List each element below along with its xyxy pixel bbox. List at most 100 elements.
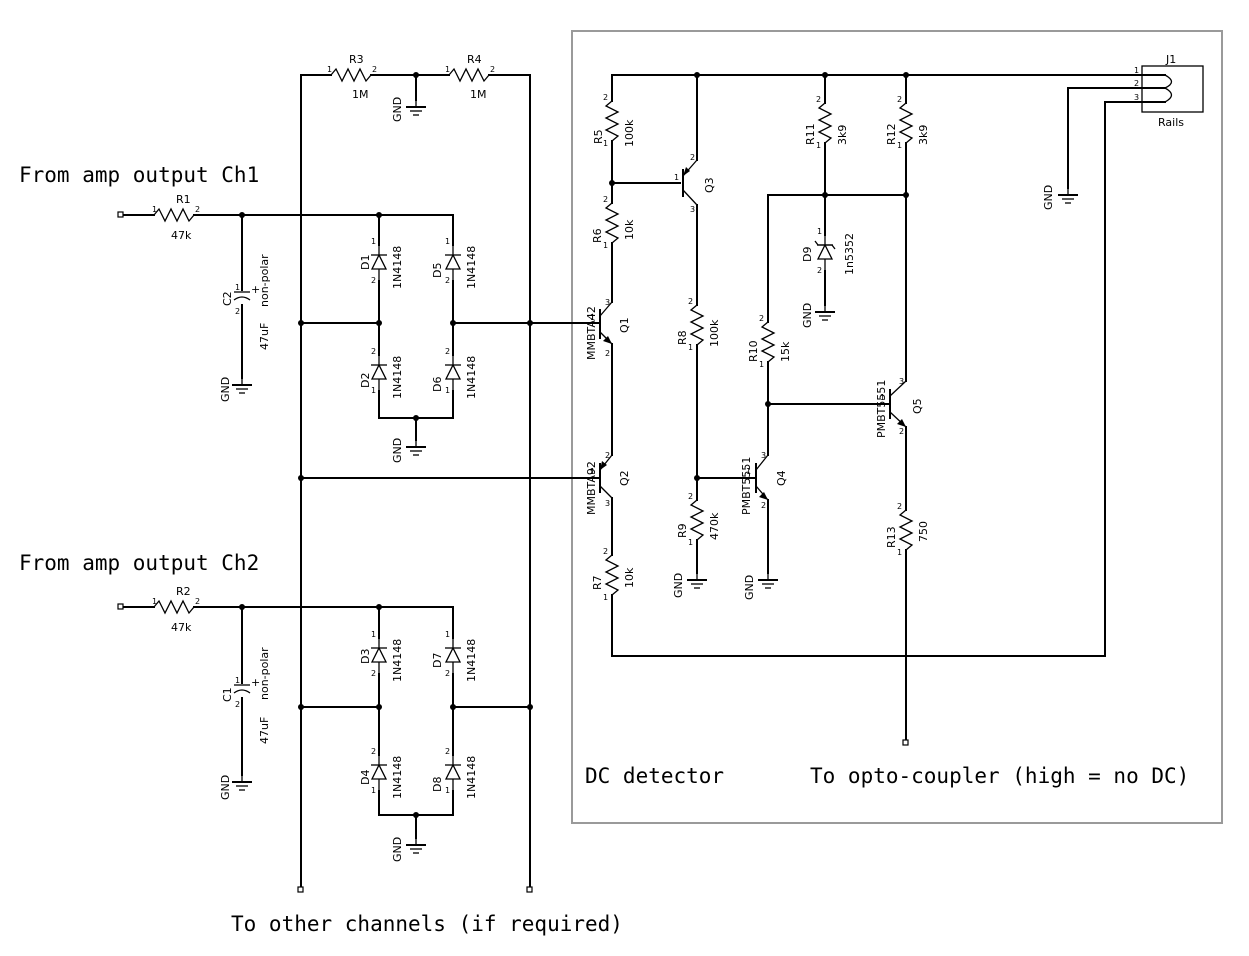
svg-text:47k: 47k	[171, 229, 192, 242]
svg-text:D3: D3	[359, 649, 372, 664]
resistor-r12: 21 R12 3k9	[885, 95, 930, 150]
svg-text:1: 1	[371, 237, 376, 246]
ch2-input-label: From amp output Ch2	[19, 551, 259, 575]
opto-output-terminal[interactable]	[902, 739, 909, 746]
svg-text:MMBTA42: MMBTA42	[585, 306, 598, 360]
svg-text:1N4148: 1N4148	[465, 246, 478, 289]
ground-symbol: GND	[801, 303, 835, 328]
transistor-q5: 312 PMBT5551 Q5	[875, 377, 924, 438]
svg-text:R4: R4	[467, 53, 482, 66]
svg-text:1: 1	[688, 538, 693, 547]
svg-text:1: 1	[371, 630, 376, 639]
svg-text:1: 1	[590, 467, 595, 476]
svg-text:D5: D5	[431, 263, 444, 278]
connector-j1: 123 J1 Rails	[1134, 53, 1204, 129]
svg-text:1N4148: 1N4148	[391, 356, 404, 399]
svg-text:1: 1	[603, 241, 608, 250]
svg-text:GND: GND	[743, 575, 756, 600]
svg-text:C1: C1	[221, 687, 234, 702]
svg-text:2: 2	[603, 93, 608, 102]
svg-text:1N4148: 1N4148	[465, 756, 478, 799]
svg-text:D2: D2	[359, 373, 372, 388]
junctions	[239, 72, 909, 818]
svg-text:47uF: 47uF	[258, 323, 271, 350]
svg-text:R3: R3	[349, 53, 364, 66]
svg-text:1: 1	[445, 630, 450, 639]
svg-text:2: 2	[603, 195, 608, 204]
svg-text:2: 2	[688, 492, 693, 501]
svg-text:10k: 10k	[623, 567, 636, 588]
diode-d1: 12 D1 1N4148	[359, 237, 404, 289]
ground-symbol: GND	[1042, 185, 1078, 210]
svg-text:2: 2	[371, 669, 376, 678]
capacitor-c1: + 12 C1 47uF non-polar	[221, 647, 271, 744]
ch1-input-terminal[interactable]	[117, 211, 124, 218]
ground-symbol: GND	[219, 377, 252, 402]
opto-coupler-label: To opto-coupler (high = no DC)	[810, 764, 1189, 788]
svg-text:2: 2	[816, 95, 821, 104]
svg-text:1: 1	[152, 205, 157, 214]
svg-text:GND: GND	[672, 573, 685, 598]
svg-text:Q5: Q5	[911, 398, 924, 414]
resistor-r8: 21 R8 100k	[676, 297, 721, 352]
svg-text:1N4148: 1N4148	[465, 639, 478, 682]
svg-text:47uF: 47uF	[258, 717, 271, 744]
svg-text:Q3: Q3	[703, 177, 716, 193]
svg-text:R5: R5	[592, 129, 605, 144]
svg-text:1: 1	[445, 786, 450, 795]
svg-text:1: 1	[897, 141, 902, 150]
svg-text:2: 2	[899, 427, 904, 436]
resistor-r13: 21 R13 750	[885, 502, 930, 557]
svg-text:D7: D7	[431, 653, 444, 668]
svg-text:GND: GND	[219, 775, 232, 800]
svg-text:10k: 10k	[623, 219, 636, 240]
diode-d7: 12 D7 1N4148	[431, 630, 478, 682]
ground-symbol: GND	[743, 572, 778, 600]
svg-text:D6: D6	[431, 377, 444, 392]
ground-symbol: GND	[672, 572, 707, 598]
svg-text:1: 1	[445, 65, 450, 74]
svg-text:1n5352: 1n5352	[843, 233, 856, 275]
svg-text:2: 2	[445, 347, 450, 356]
svg-text:750: 750	[917, 521, 930, 542]
svg-text:1: 1	[1134, 66, 1139, 75]
rail-right-terminal[interactable]	[526, 886, 533, 893]
svg-text:Q4: Q4	[775, 470, 788, 486]
svg-text:GND: GND	[801, 303, 814, 328]
resistor-r6: 21 R6 10k	[591, 195, 636, 250]
svg-text:+: +	[251, 283, 260, 296]
svg-text:1: 1	[746, 467, 751, 476]
zener-d9: 12 D9 1n5352	[801, 227, 856, 275]
svg-text:2: 2	[195, 205, 200, 214]
svg-text:1: 1	[235, 676, 240, 685]
svg-text:1: 1	[152, 597, 157, 606]
svg-text:2: 2	[371, 276, 376, 285]
svg-text:1: 1	[688, 343, 693, 352]
svg-text:R2: R2	[176, 585, 191, 598]
svg-text:R9: R9	[676, 523, 689, 538]
resistor-r5: 21 R5 100k	[592, 93, 636, 148]
svg-text:2: 2	[195, 597, 200, 606]
svg-text:1: 1	[674, 173, 679, 182]
svg-text:R7: R7	[591, 575, 604, 590]
svg-text:D1: D1	[359, 255, 372, 270]
svg-text:2: 2	[605, 451, 610, 460]
svg-text:R1: R1	[176, 193, 191, 206]
rail-left-terminal[interactable]	[297, 886, 304, 893]
ch2-input-terminal[interactable]	[117, 603, 124, 610]
svg-text:GND: GND	[391, 837, 404, 862]
svg-text:1: 1	[371, 386, 376, 395]
svg-text:1: 1	[816, 141, 821, 150]
svg-text:3: 3	[605, 298, 610, 307]
svg-text:3: 3	[605, 499, 610, 508]
svg-text:2: 2	[235, 700, 240, 709]
svg-text:1: 1	[603, 139, 608, 148]
detector-wiring	[611, 74, 1143, 741]
dc-detector-label: DC detector	[585, 764, 724, 788]
svg-text:3k9: 3k9	[836, 125, 849, 145]
ch1-input-label: From amp output Ch1	[19, 163, 259, 187]
diode-d5: 12 D5 1N4148	[431, 237, 478, 289]
